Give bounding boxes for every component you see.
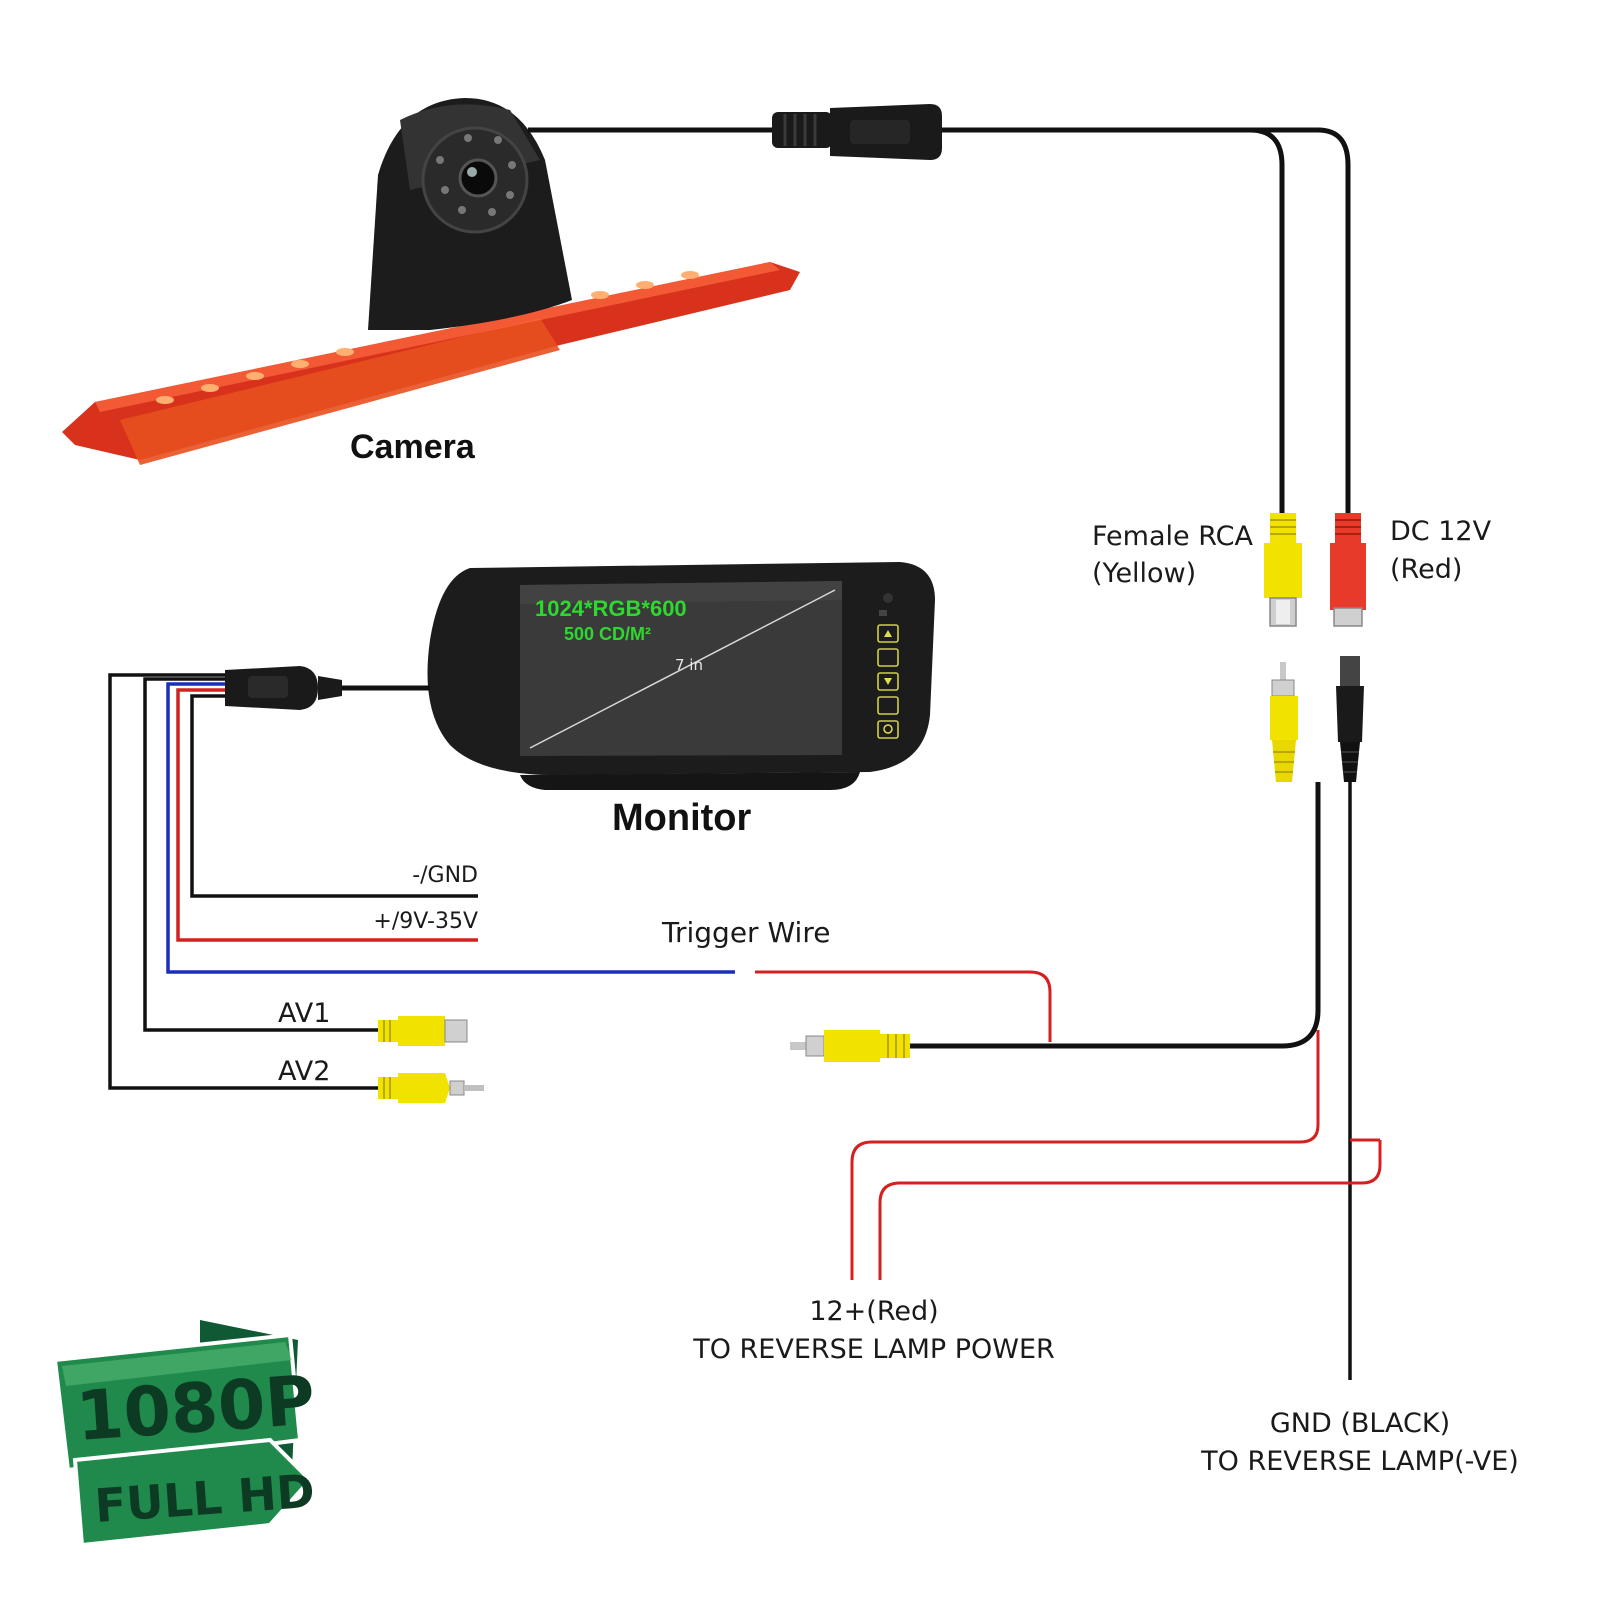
dc-label-1: DC 12V bbox=[1390, 516, 1492, 547]
dc-label-2: (Red) bbox=[1390, 554, 1462, 585]
mode-button-icon bbox=[877, 696, 899, 715]
female-rca-connector bbox=[1264, 513, 1302, 627]
female-rca-label-1: Female RCA bbox=[1092, 521, 1253, 552]
lens-glint bbox=[467, 167, 477, 177]
female-rca-label-2: (Yellow) bbox=[1092, 558, 1196, 589]
screen-size: 7 in bbox=[675, 656, 703, 674]
screen-resolution: 1024*RGB*600 bbox=[535, 596, 687, 621]
av2-rca-connector bbox=[378, 1073, 484, 1103]
monitor-connector bbox=[225, 666, 342, 710]
power-button-icon bbox=[877, 720, 899, 739]
monitor-unit: 1024*RGB*600 500 CD/M² 7 in bbox=[427, 562, 935, 790]
power-wire-red bbox=[176, 688, 478, 942]
monitor-label: Monitor bbox=[612, 797, 752, 839]
dc-female-connector bbox=[1330, 513, 1366, 627]
inline-connector bbox=[772, 104, 942, 160]
video-cable bbox=[942, 127, 1285, 515]
av1-label: AV1 bbox=[278, 998, 330, 1029]
reverse-power-wire-1 bbox=[850, 1030, 1320, 1280]
trigger-wire-red bbox=[755, 970, 1052, 1042]
video-extension-cable bbox=[910, 782, 1321, 1049]
ground-wire-black bbox=[190, 694, 478, 898]
camera-lens bbox=[458, 158, 498, 198]
power-led bbox=[883, 593, 893, 603]
reverse-power-label-1: 12+(Red) bbox=[809, 1296, 938, 1327]
full-hd-badge: 1080P FULL HD bbox=[52, 1320, 318, 1548]
av1-wire bbox=[143, 677, 378, 1032]
dc-male-connector bbox=[1336, 656, 1364, 782]
av2-wire bbox=[108, 673, 378, 1090]
screen-diagonal bbox=[529, 589, 836, 749]
light-bar-highlight bbox=[95, 262, 780, 412]
reverse-power-label-2: TO REVERSE LAMP POWER bbox=[692, 1334, 1055, 1365]
light-bar-lens bbox=[120, 318, 560, 465]
camera-label: Camera bbox=[350, 428, 476, 466]
reverse-power-wire-2 bbox=[878, 1140, 1382, 1280]
ir-leds bbox=[436, 134, 516, 216]
up-button-icon bbox=[877, 624, 899, 643]
power-wire-label: +/9V-35V bbox=[373, 909, 478, 934]
camera-unit bbox=[62, 98, 800, 465]
trigger-wire-label: Trigger Wire bbox=[661, 916, 830, 949]
middle-rca-connector bbox=[790, 1030, 910, 1062]
badge-1080p: 1080P bbox=[74, 1361, 318, 1456]
down-button-icon bbox=[877, 672, 899, 691]
gnd-wire-label: -/GND bbox=[412, 863, 478, 888]
reverse-gnd-label-1: GND (BLACK) bbox=[1270, 1408, 1450, 1439]
screen-brightness: 500 CD/M² bbox=[564, 624, 651, 644]
monitor-bottom bbox=[520, 772, 860, 790]
av2-label: AV2 bbox=[278, 1056, 330, 1087]
av1-rca-connector bbox=[378, 1016, 468, 1046]
led-row bbox=[156, 271, 699, 404]
menu-button-icon bbox=[877, 648, 899, 667]
reverse-gnd-label-2: TO REVERSE LAMP(-VE) bbox=[1200, 1446, 1519, 1477]
male-rca-connector bbox=[1270, 662, 1298, 782]
monitor-buttons bbox=[877, 593, 899, 739]
trigger-wire-blue bbox=[166, 682, 735, 974]
power-cable bbox=[942, 127, 1351, 515]
